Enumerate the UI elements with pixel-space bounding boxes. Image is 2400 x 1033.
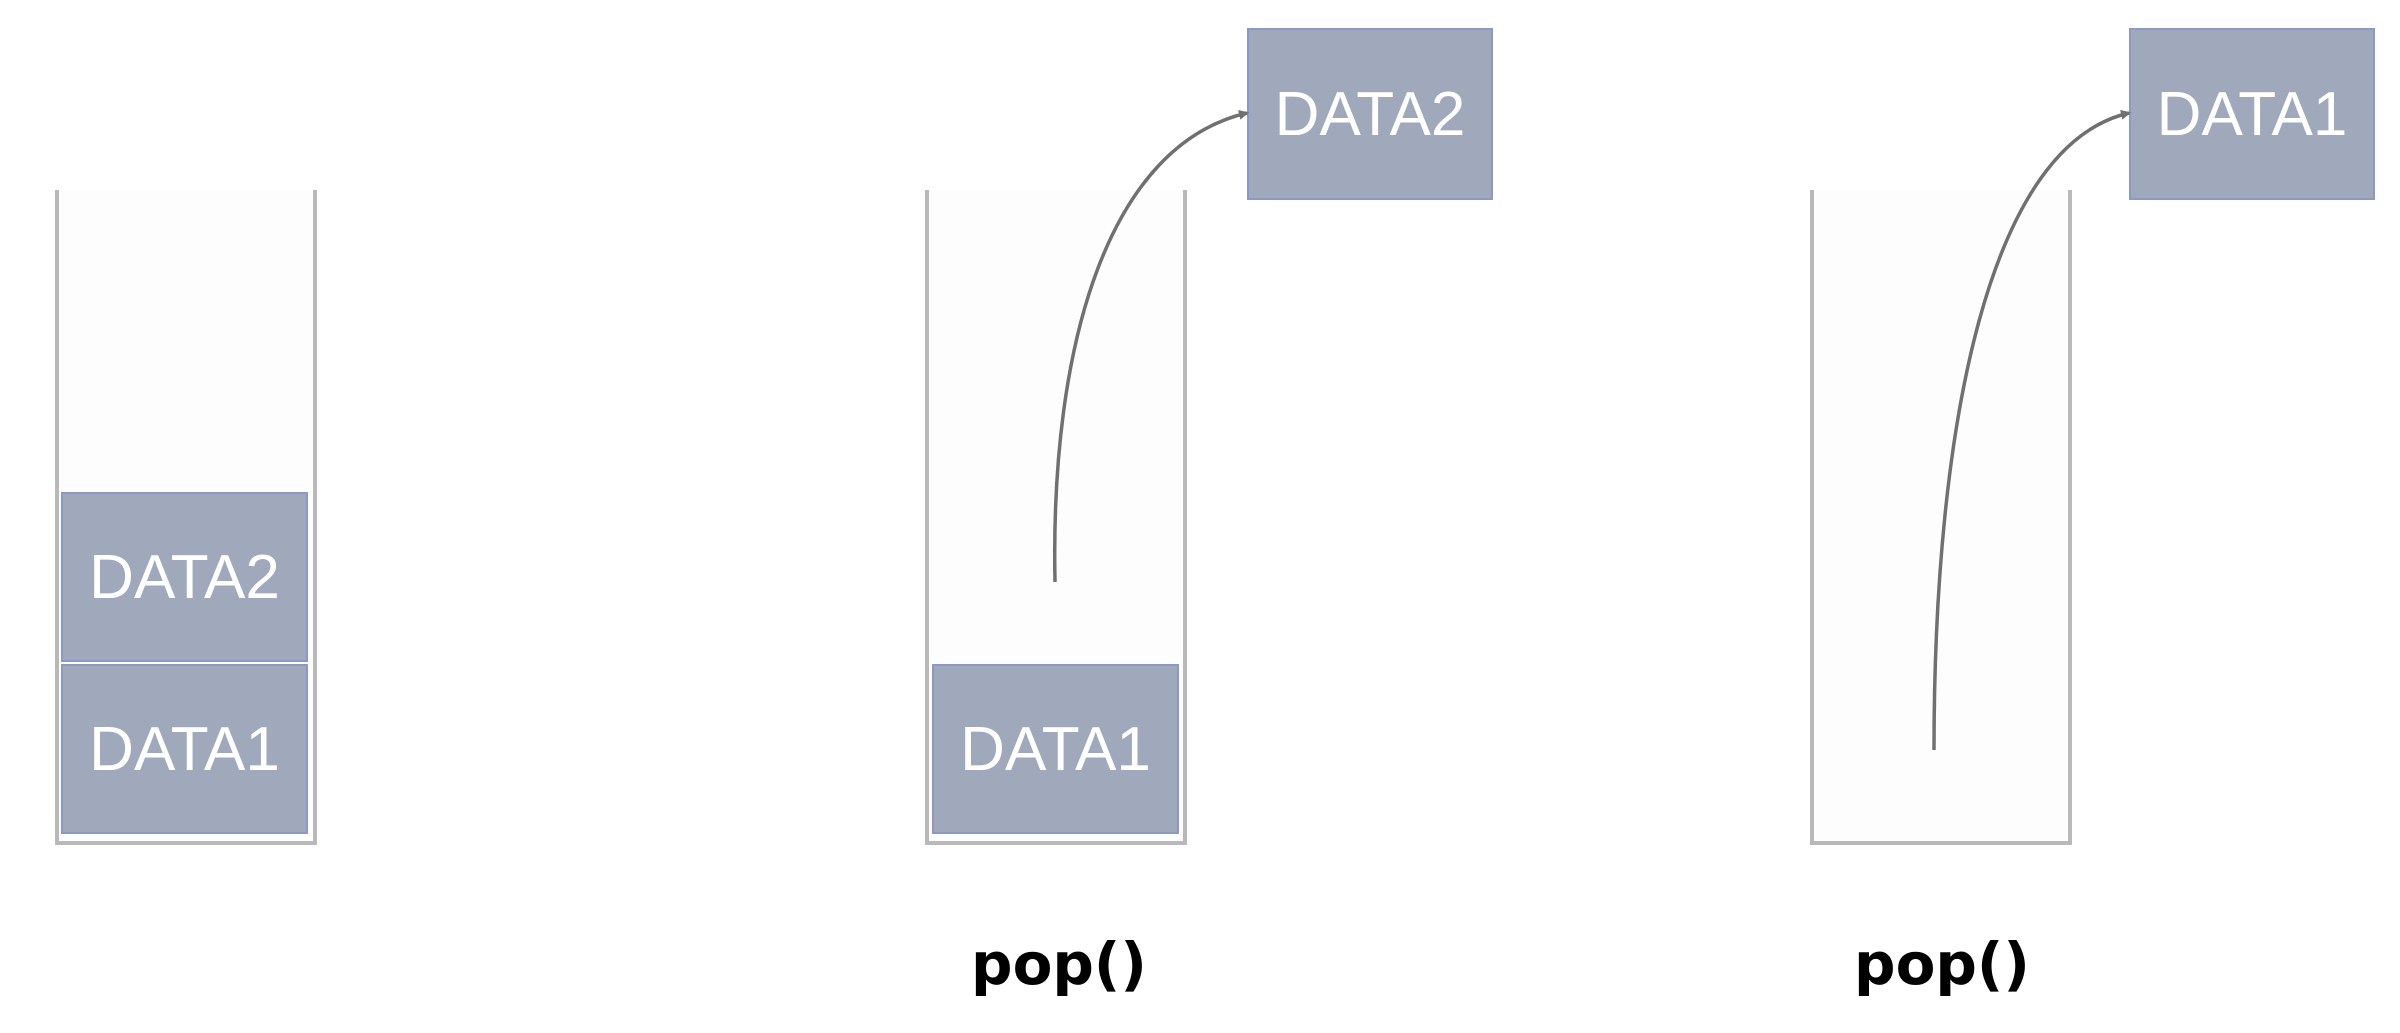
stack-1-block-top: DATA2 — [61, 492, 308, 662]
stack-3-left-wall — [1810, 190, 1814, 845]
stack-1-floor — [55, 841, 317, 845]
stack-3-interior — [1814, 190, 2072, 840]
stack-3-operation-label: pop() — [1854, 930, 2030, 998]
stack-2-operation-label: pop() — [971, 930, 1147, 998]
stack-2-left-wall — [925, 190, 929, 845]
stack-3-right-wall — [2068, 190, 2072, 845]
stack-2-popped-block: DATA2 — [1247, 28, 1493, 200]
stack-1-left-wall — [55, 190, 59, 845]
stack-1-block-bottom: DATA1 — [61, 664, 308, 834]
stack-2-floor — [925, 841, 1187, 845]
stack-2-block-bottom: DATA1 — [932, 664, 1179, 834]
stack-3-popped-block: DATA1 — [2129, 28, 2375, 200]
stack-3-floor — [1810, 841, 2072, 845]
stack-1-right-wall — [313, 190, 317, 845]
stack-2-right-wall — [1183, 190, 1187, 845]
